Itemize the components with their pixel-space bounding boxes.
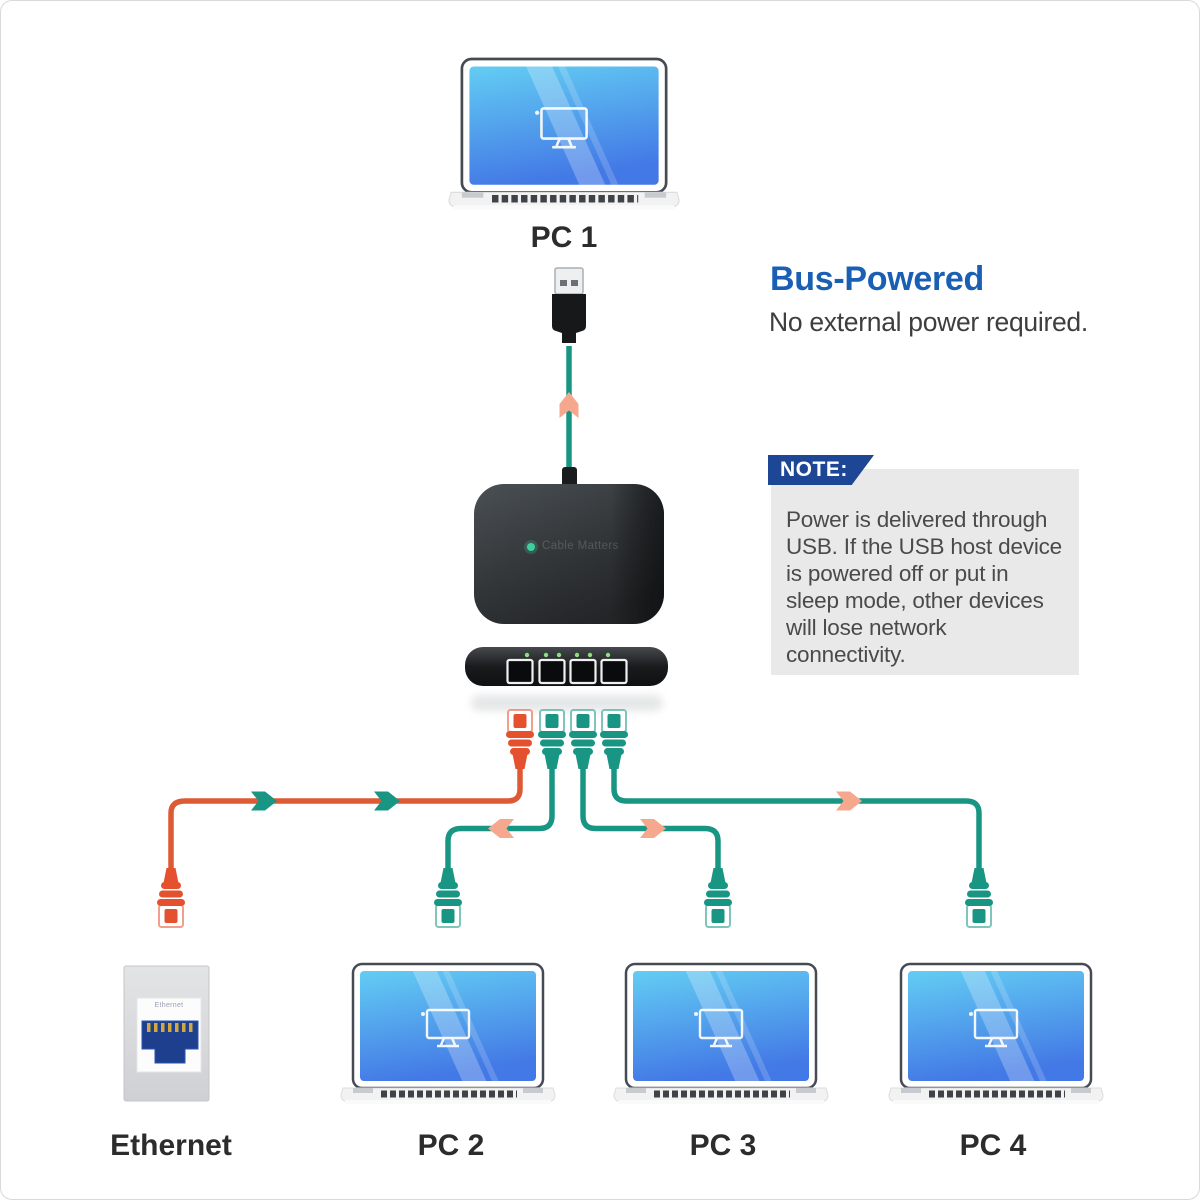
rj45-connector-teal-icon: [433, 867, 463, 928]
hub-led-icon: [527, 543, 535, 551]
note-line: connectivity.: [786, 642, 906, 667]
pc4-laptop-icon: [889, 958, 1103, 1104]
usb-plug-body: [552, 294, 586, 343]
pc2-laptop-icon: [341, 958, 555, 1104]
rj45-connector-orange-icon: [505, 709, 535, 770]
hub-brand-text: Cable Matters: [542, 540, 619, 552]
wall-jack-printed-label: Ethernet: [154, 1002, 184, 1009]
cable-strain-relief: [562, 467, 577, 487]
pc1-label: PC 1: [530, 221, 598, 254]
bus-powered-heading: Bus-Powered: [770, 260, 984, 298]
rj45-connector-teal-icon: [599, 709, 629, 770]
note-line: sleep mode, other devices: [786, 588, 1044, 613]
pc4-label: PC 4: [959, 1129, 1027, 1162]
note-line: will lose network: [786, 615, 947, 640]
rj45-connector-orange-icon: [156, 867, 186, 928]
pc1-laptop-icon: [449, 53, 679, 210]
ethernet-label: Ethernet: [110, 1129, 232, 1162]
pc3-laptop-icon: [614, 958, 828, 1104]
ethernet-cables: [168, 762, 982, 875]
hub-port-panel: [465, 647, 668, 686]
pc3-label: PC 3: [689, 1129, 757, 1162]
cable-to-pc4: [611, 762, 982, 875]
rj45-connector-teal-icon: [964, 867, 994, 928]
usb-ethernet-hub: [465, 467, 668, 711]
rj45-connector-teal-icon: [537, 709, 567, 770]
cable-to-ethernet: [168, 762, 523, 875]
usb-plug-icon: [554, 267, 584, 295]
hub-reflection: [471, 695, 663, 711]
port-led-icons: [524, 652, 611, 658]
note-line: USB. If the USB host device: [786, 534, 1062, 559]
rj45-connector-teal-icon: [568, 709, 598, 770]
note-panel: Power is delivered through USB. If the U…: [771, 469, 1079, 675]
rj45-connector-teal-icon: [703, 867, 733, 928]
note-line: Power is delivered through: [786, 507, 1048, 532]
cable-to-pc3: [580, 762, 721, 875]
note-badge-label: NOTE:: [780, 458, 848, 481]
bus-powered-subheading: No external power required.: [769, 307, 1088, 337]
ethernet-wall-jack-icon: [123, 965, 210, 1102]
note-text: Power is delivered through USB. If the U…: [771, 469, 1079, 668]
jack-pins: [147, 1023, 193, 1032]
pc2-label: PC 2: [417, 1129, 485, 1162]
note-line: is powered off or put in: [786, 561, 1009, 586]
cable-to-pc2: [445, 762, 555, 875]
rj45-ports: [506, 652, 628, 685]
usb-cable: [552, 267, 586, 487]
